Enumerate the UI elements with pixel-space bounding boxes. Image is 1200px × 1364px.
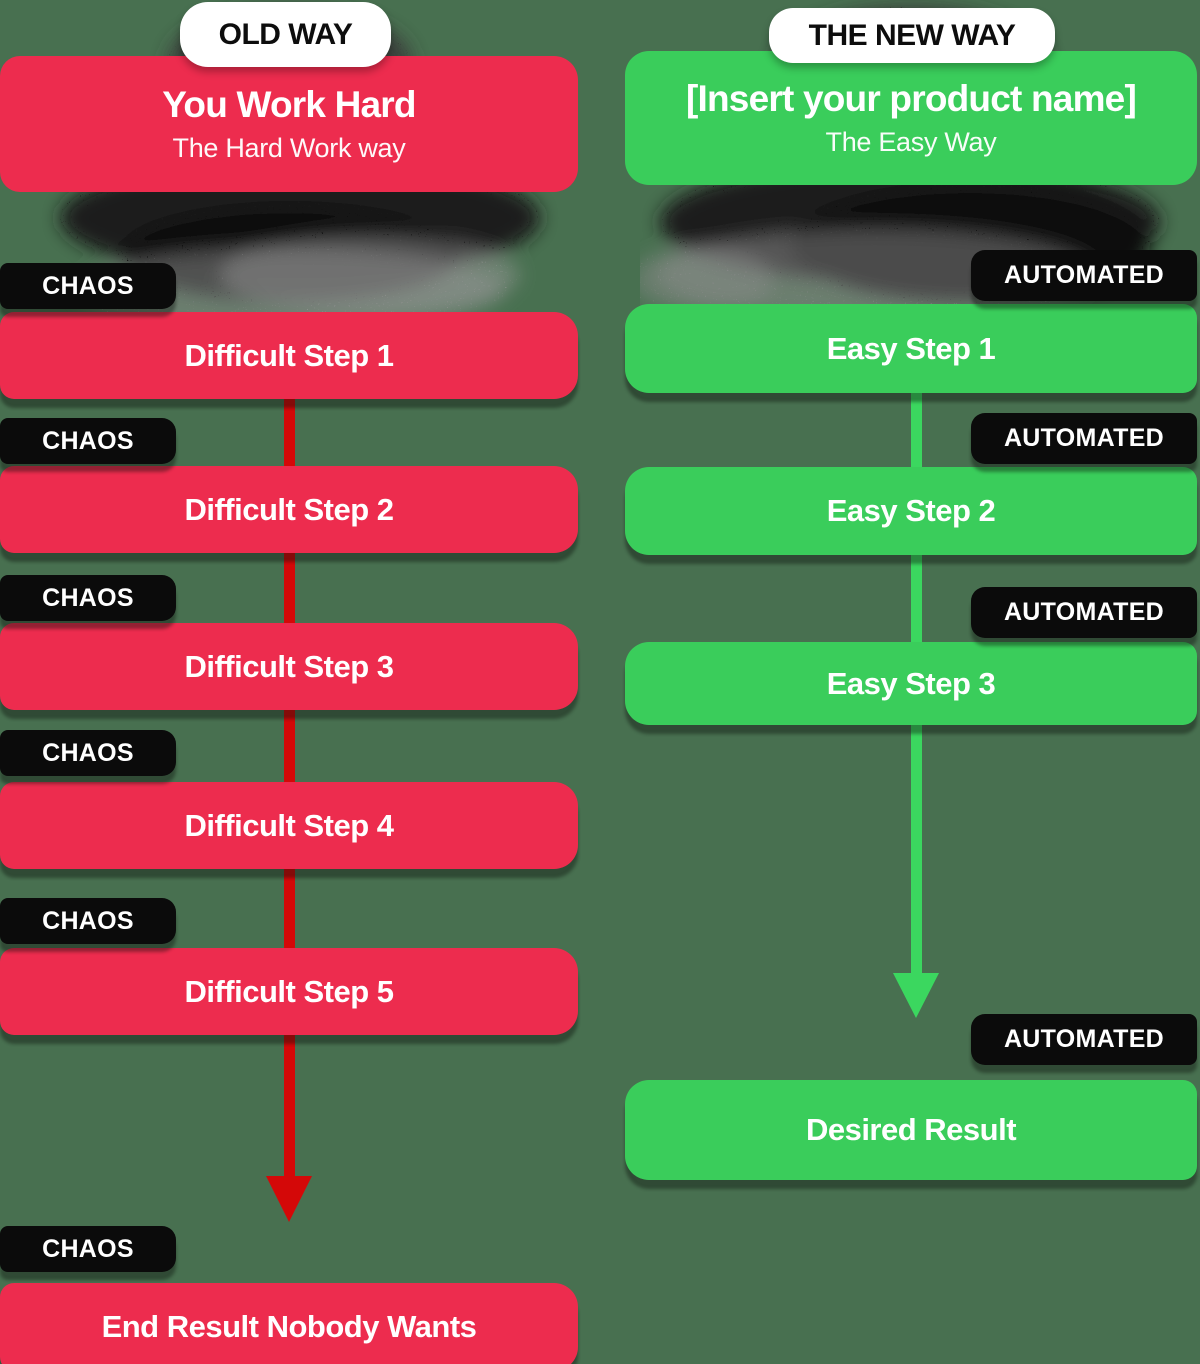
chaos-badge-label: CHAOS bbox=[42, 1234, 134, 1263]
new-way-header-box: [Insert your product name] The Easy Way bbox=[625, 51, 1197, 185]
old-way-pill: OLD WAY bbox=[180, 2, 391, 67]
easy-step-2-box: Easy Step 2 bbox=[625, 467, 1197, 555]
chaos-badge-5: CHAOS bbox=[0, 898, 176, 944]
new-way-pill-label: THE NEW WAY bbox=[808, 18, 1016, 52]
chaos-badge-1: CHAOS bbox=[0, 263, 176, 309]
difficult-step-5-box: Difficult Step 5 bbox=[0, 948, 578, 1035]
end-result-label: End Result Nobody Wants bbox=[101, 1309, 477, 1344]
chaos-badge-label: CHAOS bbox=[42, 738, 134, 767]
new-way-header-subtitle: The Easy Way bbox=[825, 127, 997, 157]
old-way-header-subtitle: The Hard Work way bbox=[172, 133, 406, 163]
end-result-box: End Result Nobody Wants bbox=[0, 1283, 578, 1364]
new-way-header-title: [Insert your product name] bbox=[686, 78, 1137, 119]
automated-badge-2: AUTOMATED bbox=[971, 413, 1197, 464]
difficult-step-4-label: Difficult Step 4 bbox=[184, 807, 394, 843]
chaos-badge-4: CHAOS bbox=[0, 730, 176, 776]
desired-result-box: Desired Result bbox=[625, 1080, 1197, 1180]
difficult-step-3-box: Difficult Step 3 bbox=[0, 623, 578, 710]
automated-badge-label: AUTOMATED bbox=[1003, 261, 1165, 289]
chaos-badge-label: CHAOS bbox=[42, 271, 134, 300]
automated-badge-3: AUTOMATED bbox=[971, 587, 1197, 638]
difficult-step-4-box: Difficult Step 4 bbox=[0, 782, 578, 869]
difficult-step-1-box: Difficult Step 1 bbox=[0, 312, 578, 399]
difficult-step-2-box: Difficult Step 2 bbox=[0, 466, 578, 553]
chaos-badge-2: CHAOS bbox=[0, 418, 176, 464]
chaos-badge-label: CHAOS bbox=[42, 906, 134, 935]
easy-step-2-label: Easy Step 2 bbox=[826, 493, 996, 528]
difficult-step-2-label: Difficult Step 2 bbox=[184, 491, 394, 527]
old-way-header-title: You Work Hard bbox=[162, 84, 416, 125]
new-way-pill: THE NEW WAY bbox=[769, 8, 1055, 63]
easy-step-1-box: Easy Step 1 bbox=[625, 304, 1197, 393]
automated-badge-label: AUTOMATED bbox=[1003, 1025, 1165, 1053]
difficult-step-1-label: Difficult Step 1 bbox=[184, 337, 394, 373]
automated-badge-label: AUTOMATED bbox=[1003, 598, 1165, 626]
easy-step-1-label: Easy Step 1 bbox=[826, 330, 996, 366]
old-way-arrow-head bbox=[266, 1176, 312, 1222]
new-way-arrow-head bbox=[893, 973, 939, 1018]
difficult-step-5-label: Difficult Step 5 bbox=[184, 973, 394, 1009]
easy-step-3-label: Easy Step 3 bbox=[826, 665, 996, 701]
desired-result-label: Desired Result bbox=[805, 1112, 1017, 1147]
chaos-badge-label: CHAOS bbox=[42, 426, 134, 455]
chaos-badge-3: CHAOS bbox=[0, 575, 176, 621]
old-way-header-box: You Work Hard The Hard Work way bbox=[0, 56, 578, 192]
difficult-step-3-label: Difficult Step 3 bbox=[184, 648, 394, 684]
automated-badge-label: AUTOMATED bbox=[1003, 424, 1165, 452]
chaos-badge-6: CHAOS bbox=[0, 1226, 176, 1272]
automated-badge-1: AUTOMATED bbox=[971, 250, 1197, 301]
old-way-pill-label: OLD WAY bbox=[218, 17, 353, 51]
automated-badge-4: AUTOMATED bbox=[971, 1014, 1197, 1065]
chaos-badge-label: CHAOS bbox=[42, 583, 134, 612]
easy-step-3-box: Easy Step 3 bbox=[625, 642, 1197, 725]
